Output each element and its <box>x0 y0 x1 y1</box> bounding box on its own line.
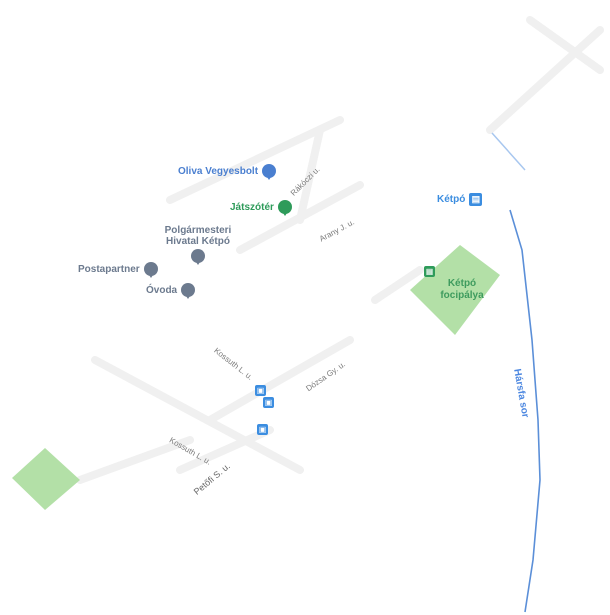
focipalya-park <box>410 245 500 335</box>
rail-line <box>509 209 541 613</box>
poi-ovoda-label: Óvoda <box>146 284 178 296</box>
poi-jatszoter-label: Játszótér <box>230 201 274 213</box>
poi-postapartner-label: Postapartner <box>78 263 140 275</box>
bus-stop-icon[interactable]: ▣ <box>257 424 268 435</box>
tree-icon <box>277 200 292 216</box>
poi-jatszoter[interactable]: Játszótér <box>230 200 292 216</box>
transit-station-ketpo[interactable]: Kétpó ▤ <box>437 193 483 206</box>
transit-station-label: Kétpó <box>437 194 466 205</box>
mail-icon <box>143 262 158 278</box>
poi-polgarmesteri-hivatal[interactable]: Polgármesteri Hivatal Kétpó <box>158 225 238 265</box>
poi-postapartner[interactable]: Postapartner <box>78 262 158 278</box>
school-icon <box>181 283 196 299</box>
poi-oliva-vegyesbolt[interactable]: Oliva Vegyesbolt <box>178 164 277 180</box>
poi-oliva-label: Oliva Vegyesbolt <box>178 165 259 177</box>
park-southwest <box>12 448 80 510</box>
park-marker-icon: ▦ <box>424 266 435 277</box>
poi-ovoda[interactable]: Óvoda <box>146 283 196 299</box>
bus-stop-icon[interactable]: ▣ <box>255 385 266 396</box>
shopping-bag-icon <box>262 164 277 180</box>
building-icon <box>191 249 205 265</box>
train-icon: ▤ <box>469 193 483 206</box>
park-label: Kétpó focipálya <box>440 278 484 301</box>
poi-polgarmesteri-label: Polgármesteri Hivatal Kétpó <box>164 225 232 247</box>
bus-stop-icon[interactable]: ▣ <box>263 397 274 408</box>
